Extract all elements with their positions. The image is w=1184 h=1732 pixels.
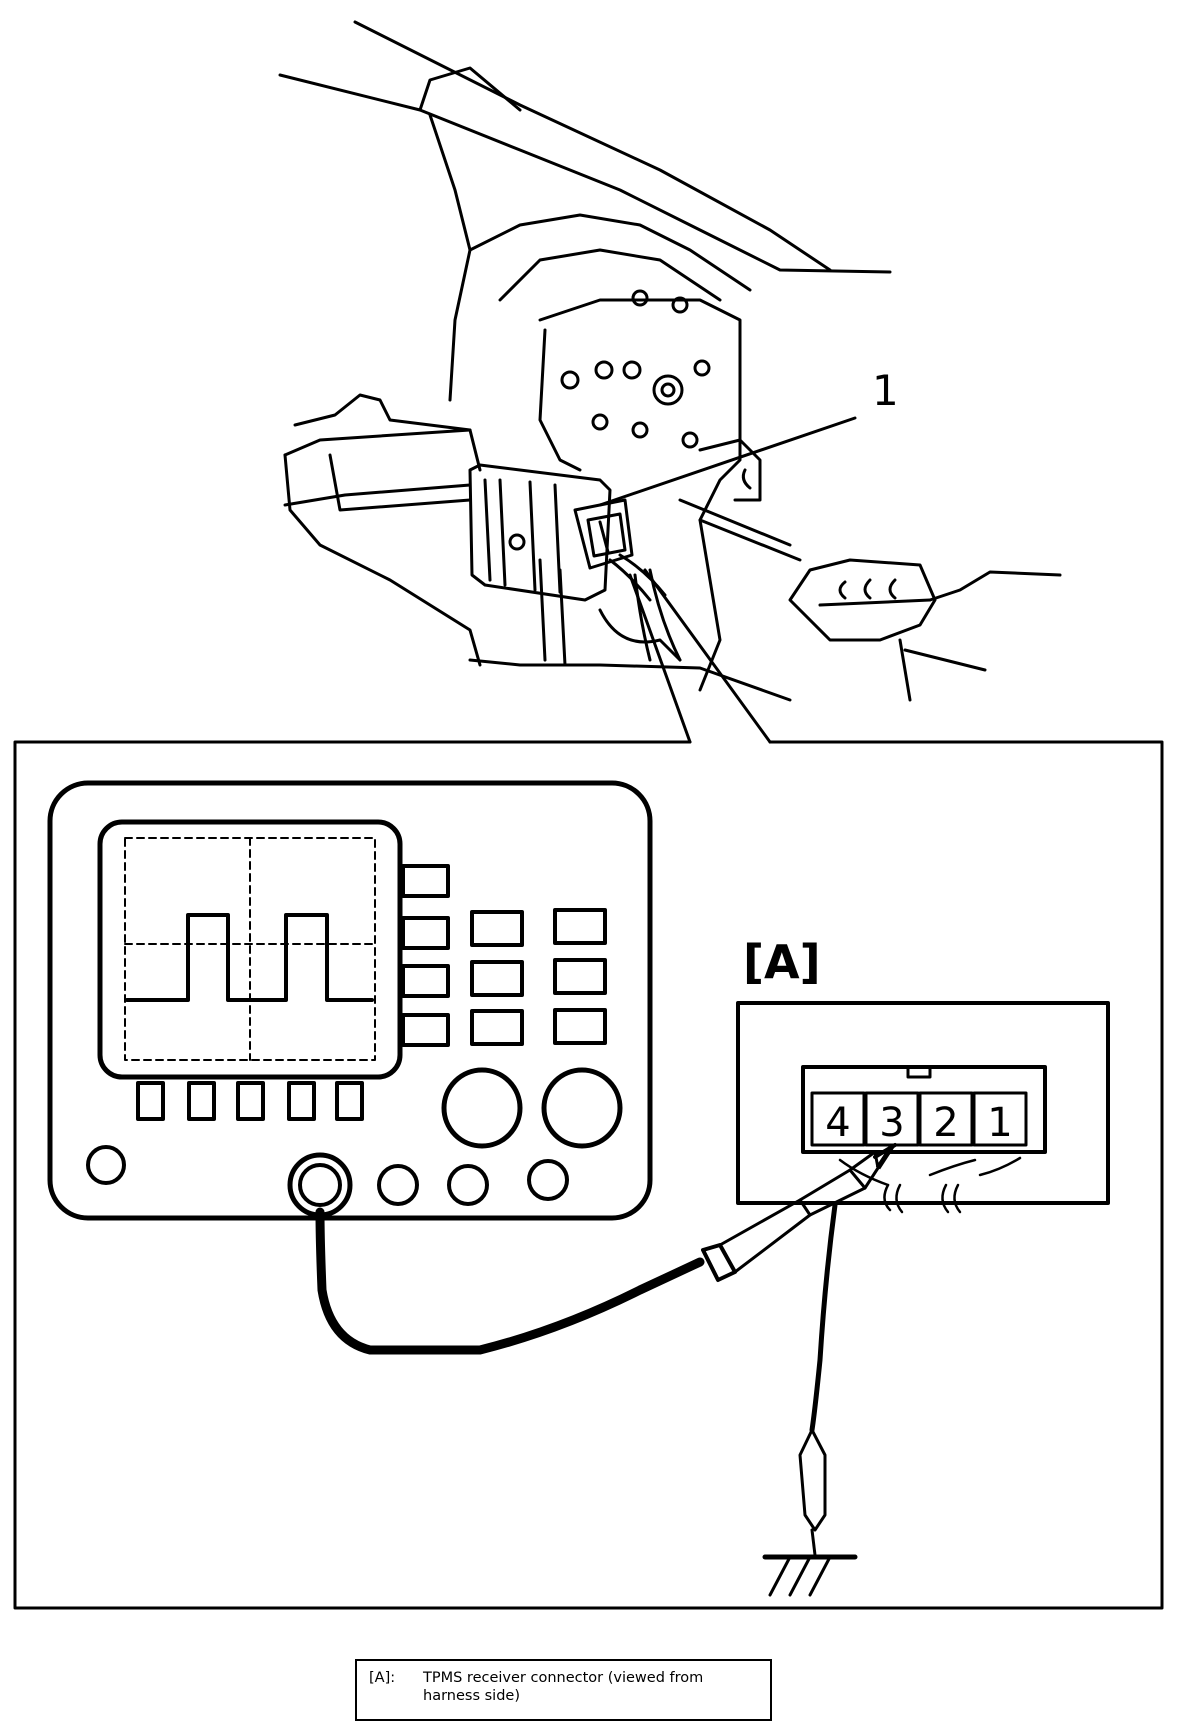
callout-number-1: 1	[872, 366, 899, 415]
scope-softkey[interactable]	[187, 1081, 216, 1121]
probe-cable	[315, 1207, 705, 1355]
scope-button[interactable]	[470, 960, 524, 997]
caption-key: [A]:	[369, 1670, 396, 1686]
scope-button[interactable]	[401, 1013, 450, 1047]
scope-button[interactable]	[401, 964, 450, 998]
scope-button-round[interactable]	[527, 1159, 569, 1201]
connector-face-view	[736, 1001, 1110, 1214]
scope-button[interactable]	[401, 916, 450, 950]
scope-button-round[interactable]	[377, 1164, 419, 1206]
scope-softkey[interactable]	[287, 1081, 316, 1121]
connector-pin-4	[810, 1091, 866, 1147]
probe-tip	[875, 1143, 896, 1170]
scope-softkey[interactable]	[335, 1081, 364, 1121]
scope-button[interactable]	[470, 910, 524, 947]
scope-button[interactable]	[470, 1009, 524, 1046]
pin-label-4: 4	[825, 1100, 850, 1146]
vehicle-illustration	[278, 20, 1062, 702]
caption-text: TPMS receiver connector (viewed from har…	[423, 1670, 704, 1704]
inset-frame	[13, 740, 1164, 1610]
scope-knob[interactable]	[441, 1067, 523, 1149]
scope-button-round[interactable]	[447, 1164, 489, 1206]
scope-button[interactable]	[401, 864, 450, 898]
scope-button[interactable]	[553, 1008, 607, 1045]
scope-knob[interactable]	[541, 1067, 623, 1149]
scope-softkey[interactable]	[236, 1081, 265, 1121]
scope-button[interactable]	[553, 908, 607, 945]
square-waveform	[125, 913, 374, 1002]
zoom-leader-line	[643, 568, 772, 744]
connector-pin-1	[972, 1091, 1028, 1147]
callout-leader-line	[598, 416, 857, 507]
zoom-leader-line	[628, 573, 692, 744]
pin-label-2: 2	[933, 1100, 958, 1146]
pin-label-3: 3	[879, 1100, 904, 1146]
oscilloscope	[47, 780, 653, 1221]
scope-softkey[interactable]	[136, 1081, 165, 1121]
inset-label-a: [A]	[743, 935, 821, 989]
caption-box: [A]: TPMS receiver connector (viewed fro…	[355, 1659, 772, 1721]
oscilloscope-screen-grid	[124, 837, 376, 1061]
probe-input-jack-inner	[298, 1163, 342, 1207]
scope-button[interactable]	[553, 958, 607, 995]
connector-pin-2	[918, 1091, 974, 1147]
scope-power-button[interactable]	[86, 1145, 126, 1185]
oscilloscope-probe	[315, 1143, 897, 1597]
pin-label-1: 1	[987, 1100, 1012, 1146]
